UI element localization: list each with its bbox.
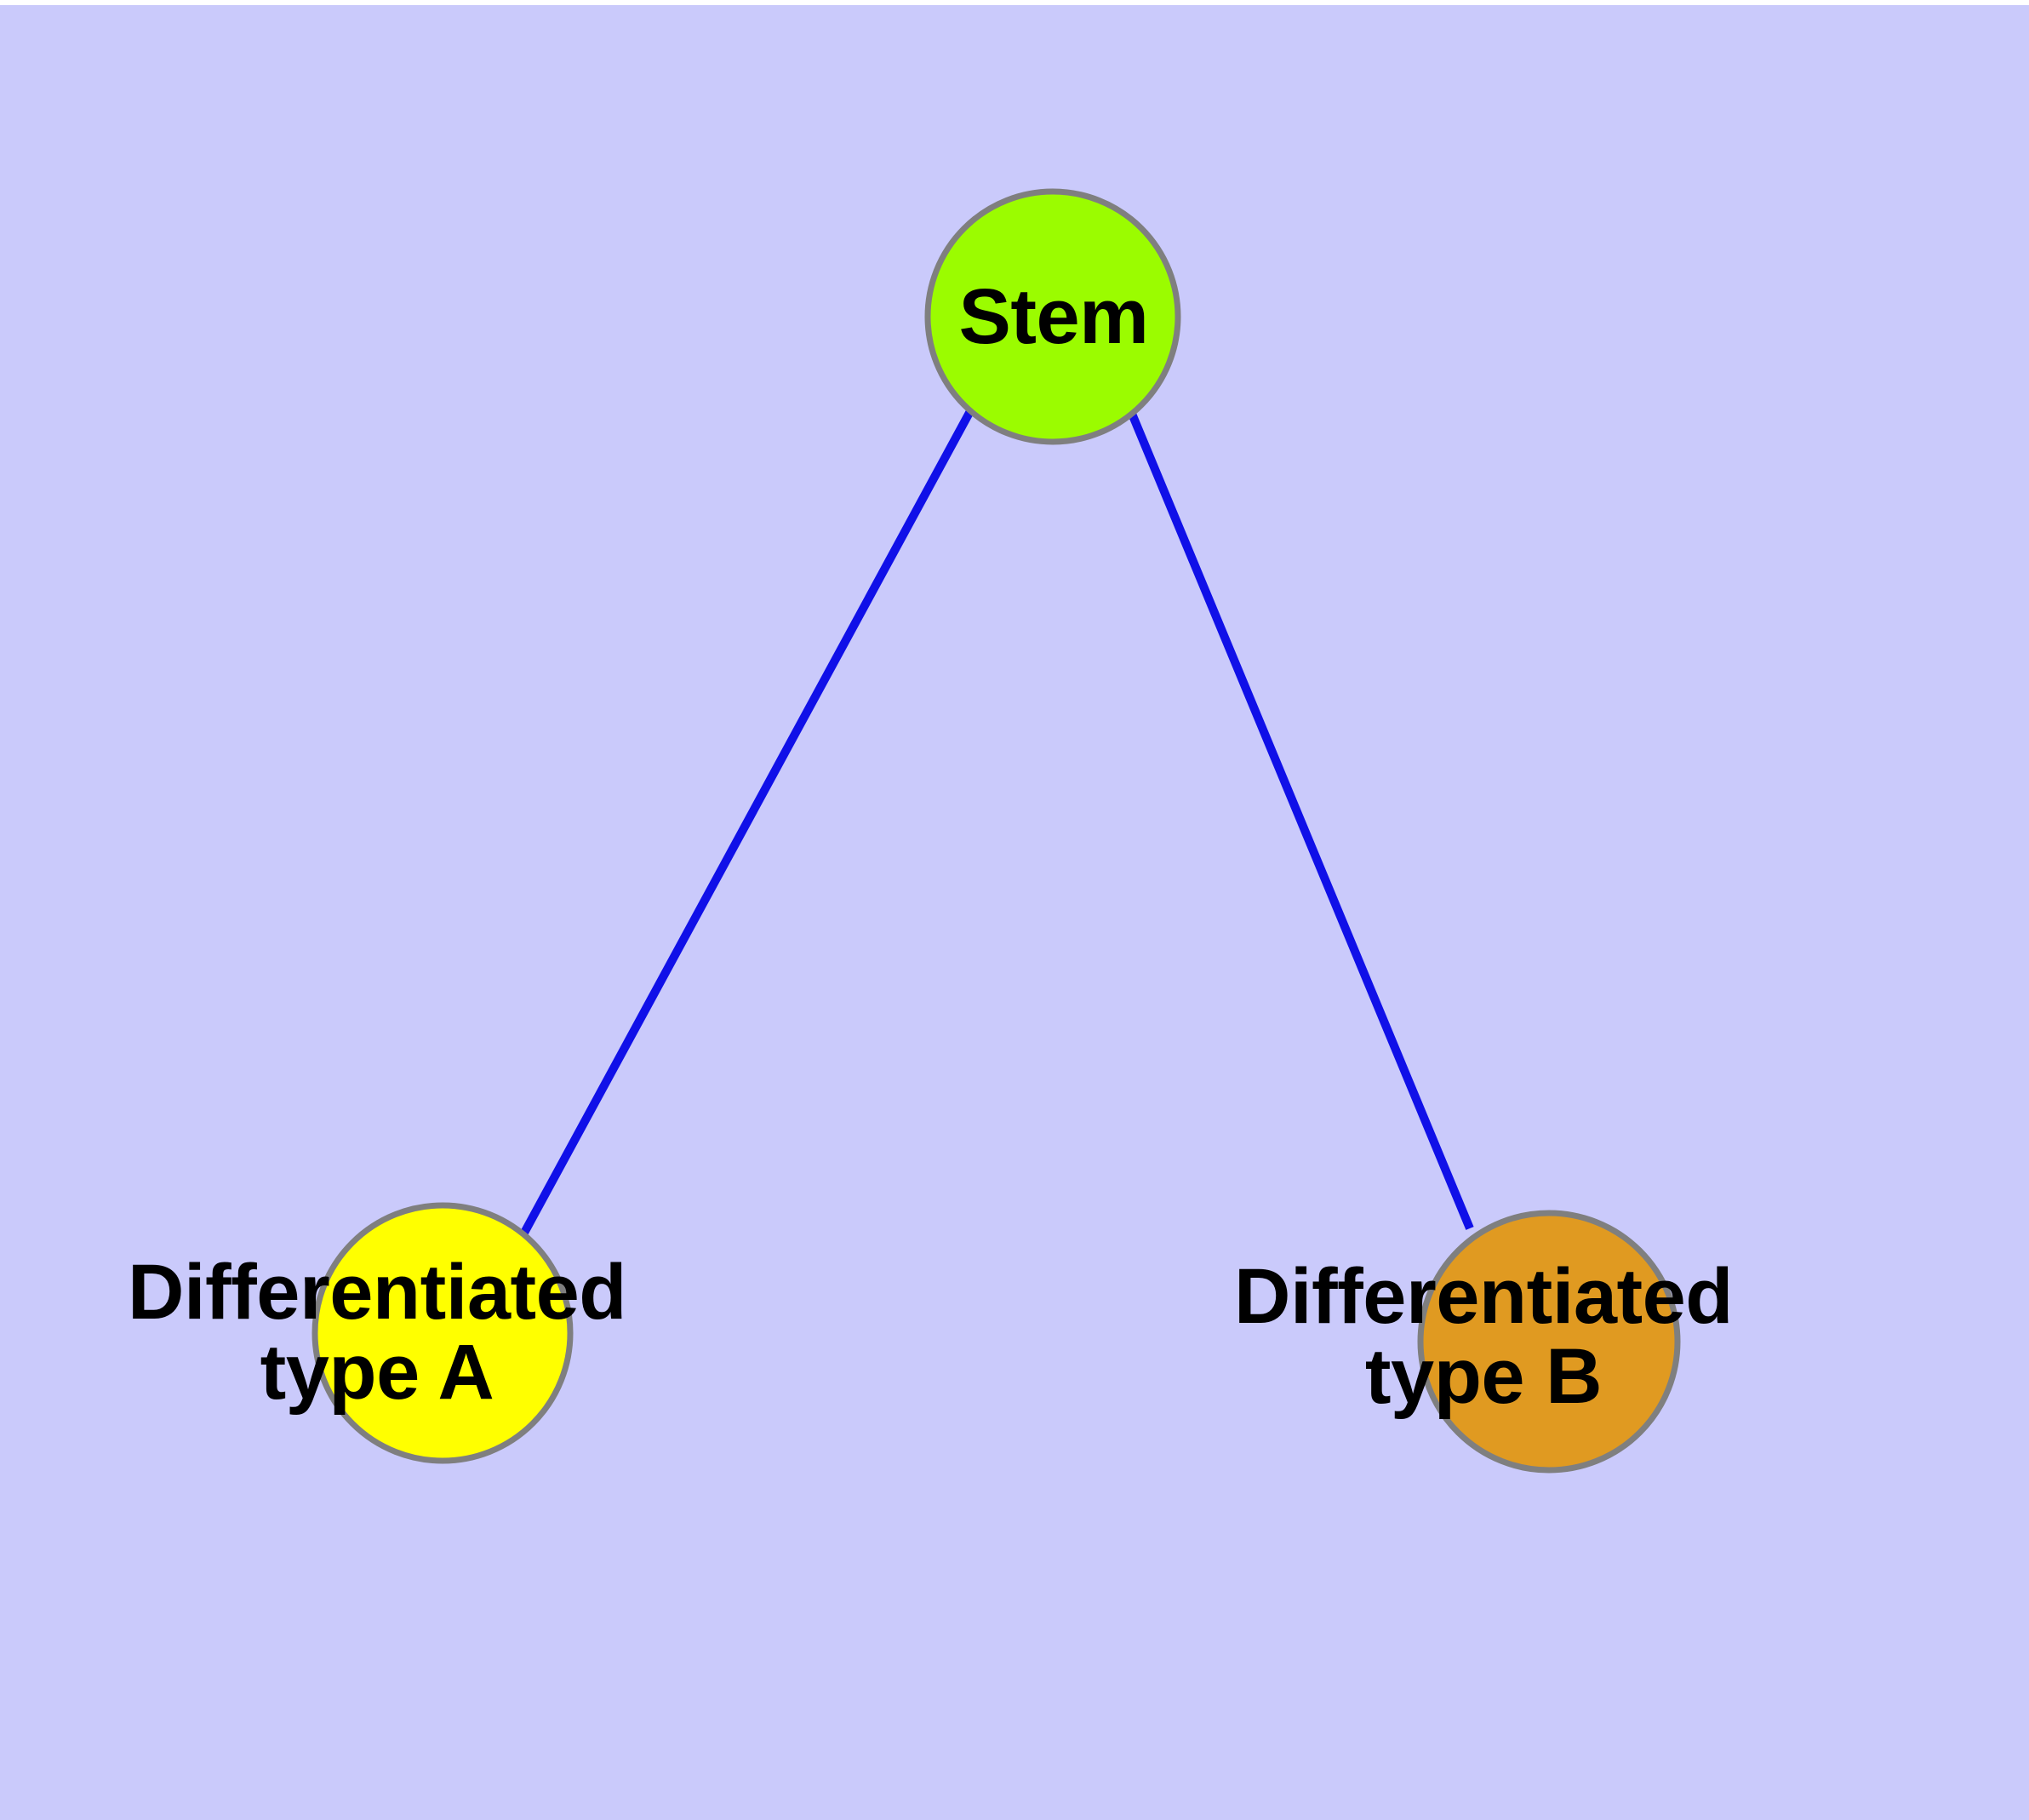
edge-layer [519, 409, 1474, 1237]
node-circle-diff-a[interactable] [311, 1202, 574, 1464]
edge-stem-to-diff-a [519, 409, 974, 1237]
edge-stem-to-diff-b [1128, 412, 1474, 1230]
node-layer [311, 188, 1681, 1474]
node-circle-diff-b[interactable] [1417, 1210, 1681, 1474]
node-circle-stem[interactable] [924, 188, 1181, 445]
